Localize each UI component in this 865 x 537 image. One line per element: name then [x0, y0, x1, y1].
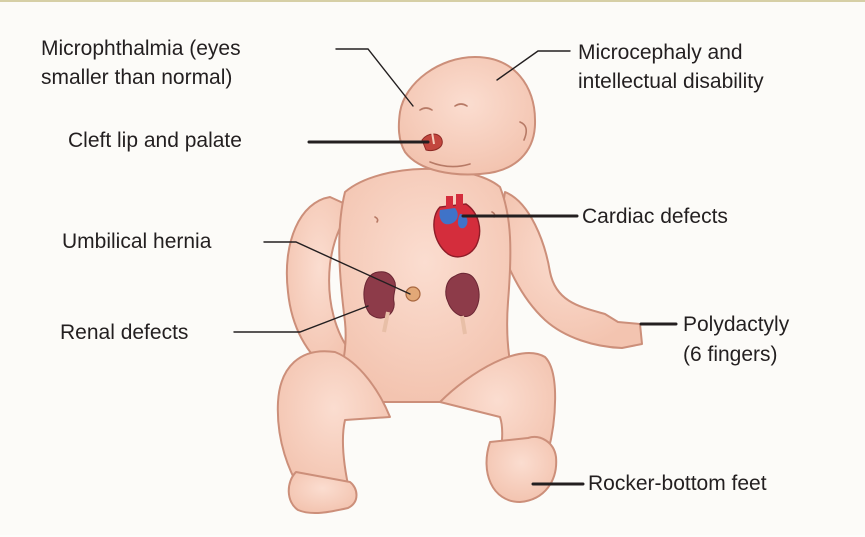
- label-cardiac: Cardiac defects: [582, 202, 728, 231]
- head: [399, 57, 535, 174]
- left-kidney: [364, 272, 396, 318]
- label-cleft: Cleft lip and palate: [68, 126, 242, 155]
- label-microphthalmia-line1: Microphthalmia (eyes: [41, 34, 241, 63]
- right-foot: [487, 437, 557, 502]
- label-microcephaly-line2: intellectual disability: [578, 67, 764, 96]
- label-microphthalmia-line2: smaller than normal): [41, 63, 232, 92]
- label-umbilical: Umbilical hernia: [62, 227, 211, 256]
- label-microcephaly-line1: Microcephaly and: [578, 38, 743, 67]
- leader-microphthalmia: [336, 49, 413, 106]
- label-polydactyly-line2: (6 fingers): [683, 340, 778, 369]
- label-polydactyly-line1: Polydactyly: [683, 310, 789, 339]
- label-rocker: Rocker-bottom feet: [588, 469, 767, 498]
- label-renal: Renal defects: [60, 318, 188, 347]
- umbilical-hernia-icon: [406, 287, 420, 301]
